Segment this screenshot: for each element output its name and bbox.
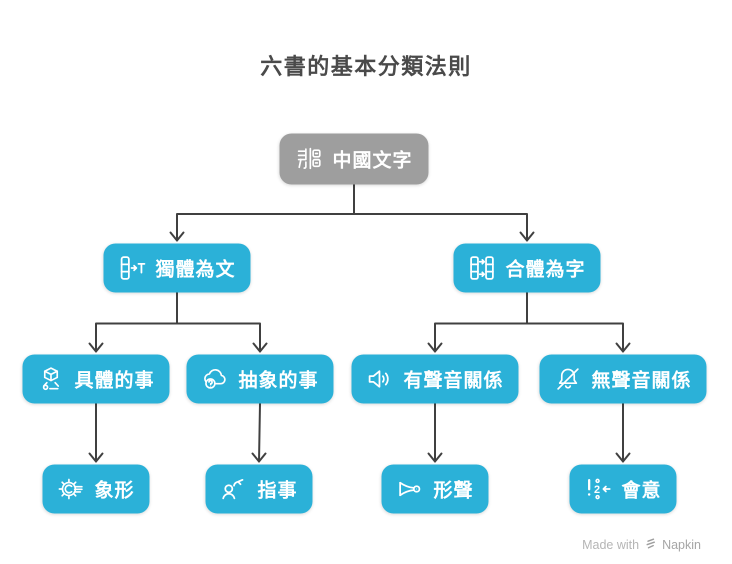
bell-slash-icon — [554, 366, 581, 393]
edge-yousheng-xingsheng — [427, 402, 443, 463]
watermark: Made with Napkin — [582, 537, 701, 553]
gear-icon — [57, 476, 84, 503]
node-label: 有聲音關係 — [403, 370, 504, 392]
node-label: 抽象的事 — [238, 370, 319, 392]
node-juti: 具體的事 — [22, 354, 170, 404]
napkin-logo-icon — [644, 537, 657, 553]
edge-duti-chouxiang — [176, 291, 268, 353]
node-label: 指事 — [257, 480, 298, 502]
edge-heti-wusheng — [526, 291, 631, 353]
node-label: 合體為字 — [505, 259, 586, 281]
node-zhishi: 指事 — [205, 464, 313, 514]
node-root: 中國文字 — [279, 133, 429, 185]
sequence-arrow-icon: 2 — [584, 476, 611, 503]
node-huiyi: 2 會意 — [569, 464, 677, 514]
node-label: 會意 — [621, 480, 662, 502]
node-label: 無聲音關係 — [591, 370, 692, 392]
edge-heti-yousheng — [427, 291, 528, 353]
node-label: 形聲 — [433, 480, 474, 502]
merge-columns-icon — [468, 255, 495, 282]
edge-root-duti — [169, 183, 355, 242]
node-xingsheng: 形聲 — [381, 464, 489, 514]
watermark-brand: Napkin — [662, 538, 701, 552]
cube-projection-icon — [37, 366, 64, 393]
edge-wusheng-huiyi — [615, 402, 631, 463]
cloud-question-icon — [201, 366, 228, 393]
node-label: 具體的事 — [74, 370, 155, 392]
edge-root-heti — [353, 183, 535, 242]
edge-juti-xiangxing — [88, 402, 104, 463]
node-xiangxing: 象形 — [42, 464, 150, 514]
speaker-icon — [366, 366, 393, 393]
page-title: 六書的基本分類法則 — [260, 54, 472, 79]
horn-icon — [396, 476, 423, 503]
node-label: 中國文字 — [332, 150, 413, 172]
person-pointing-icon — [220, 476, 247, 503]
node-label: 獨體為文 — [155, 259, 236, 281]
svg-text:2: 2 — [594, 484, 601, 496]
watermark-made-with: Made with — [582, 538, 640, 552]
node-yousheng: 有聲音關係 — [351, 354, 519, 404]
edge-chouxiang-zhishi — [251, 402, 267, 463]
hanzi-characters-icon — [295, 146, 322, 173]
node-wusheng: 無聲音關係 — [539, 354, 707, 404]
split-column-icon — [118, 255, 146, 282]
node-label: 象形 — [94, 480, 135, 502]
node-chouxiang: 抽象的事 — [186, 354, 334, 404]
node-heti: 合體為字 — [453, 243, 601, 293]
node-duti: 獨體為文 — [103, 243, 251, 293]
edge-duti-juti — [88, 291, 178, 353]
